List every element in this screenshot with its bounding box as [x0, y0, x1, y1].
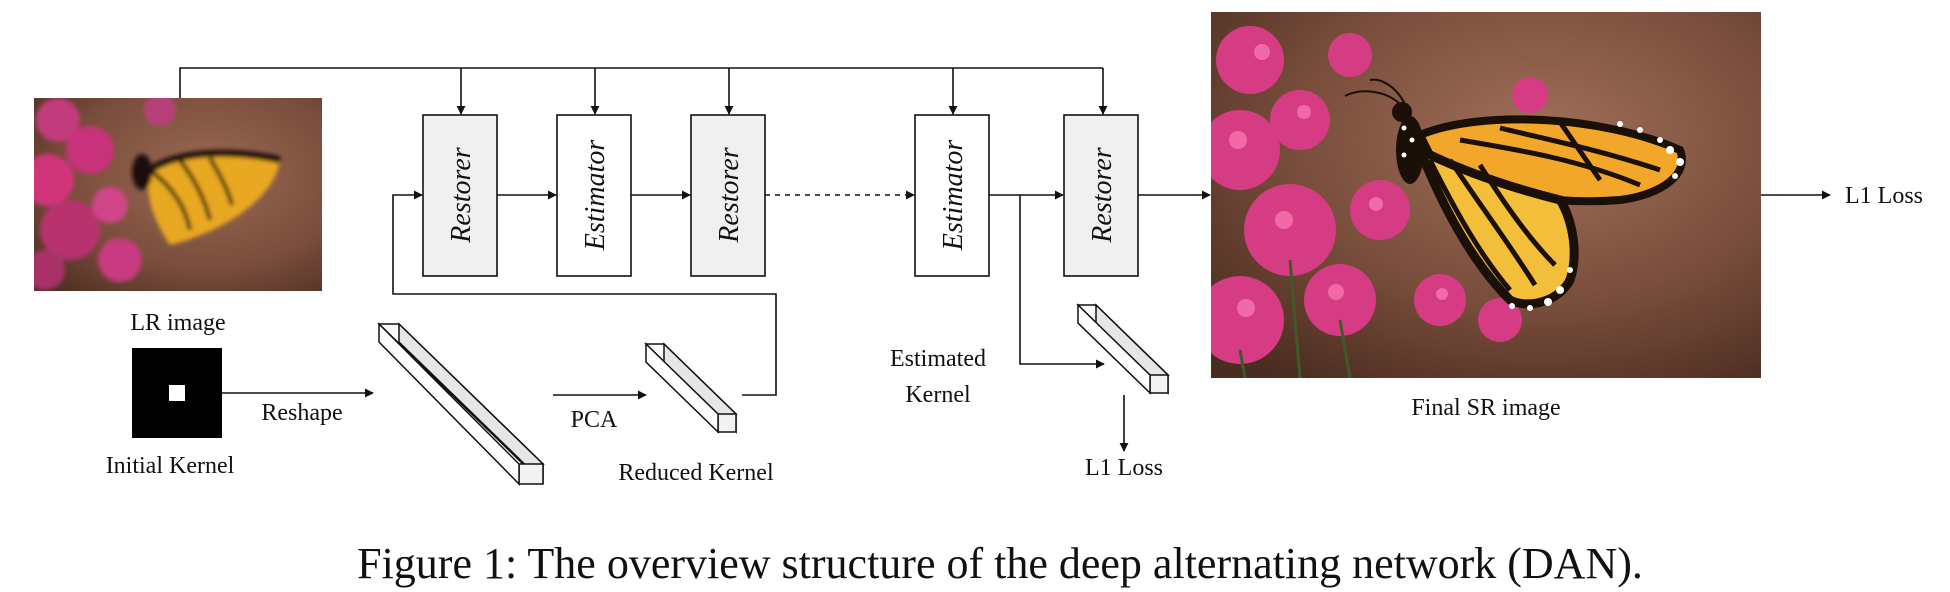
kernel-loss-label: L1 Loss	[1085, 455, 1163, 481]
kernel-feedback-line	[392, 190, 777, 396]
svg-text:Restorer: Restorer	[1087, 147, 1118, 243]
estimated-kernel-label-1: Estimated	[890, 346, 986, 372]
lr-image-label: LR image	[130, 310, 225, 336]
estimator-block-1: Estimator	[556, 114, 632, 277]
pca-label: PCA	[571, 407, 618, 433]
restorer-block-1: Restorer	[422, 114, 498, 277]
estimated-kernel-label-2: Kernel	[905, 382, 971, 408]
svg-text:Restorer: Restorer	[714, 147, 745, 243]
reduced-kernel-label: Reduced Kernel	[618, 460, 774, 486]
estimated-kernel-line	[1019, 195, 1105, 369]
svg-text:Estimator: Estimator	[938, 140, 969, 252]
svg-text:Restorer: Restorer	[446, 147, 477, 243]
lr-image	[34, 98, 322, 291]
initial-kernel-center	[169, 385, 185, 401]
final-sr-image-label: Final SR image	[1411, 395, 1560, 421]
restorer-block-3: Restorer	[1063, 114, 1139, 277]
final-sr-image	[1211, 12, 1761, 378]
svg-text:Estimator: Estimator	[580, 140, 611, 252]
restorer-block-2: Restorer	[690, 114, 766, 277]
reshaped-kernel-bar	[377, 322, 545, 486]
reshape-label: Reshape	[261, 400, 342, 426]
lr-skip-bus	[179, 67, 1103, 98]
image-loss-label: L1 Loss	[1845, 183, 1923, 209]
initial-kernel-label: Initial Kernel	[106, 453, 235, 479]
figure-caption: Figure 1: The overview structure of the …	[357, 539, 1643, 588]
estimator-block-2: Estimator	[914, 114, 990, 277]
estimated-kernel-bar	[1076, 303, 1170, 395]
reduced-kernel-bar	[644, 342, 738, 434]
